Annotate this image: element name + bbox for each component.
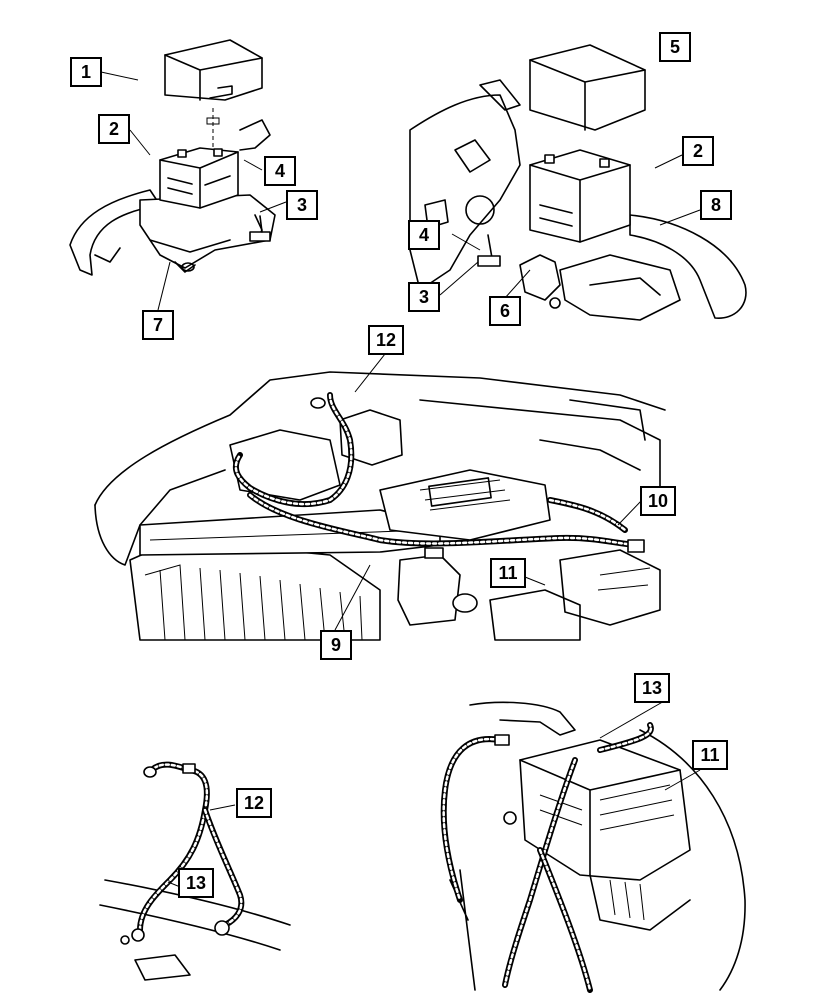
middle-engine-compartment [94, 353, 666, 641]
callout-2: 2 [98, 114, 130, 144]
callout-12: 12 [368, 325, 404, 355]
callout-13: 13 [178, 868, 214, 898]
callout-8: 8 [700, 190, 732, 220]
callout-13: 13 [634, 673, 670, 703]
callout-1: 1 [70, 57, 102, 87]
callout-11: 11 [490, 558, 526, 588]
bottom-right-pdc-detail [440, 699, 746, 993]
callout-11: 11 [692, 740, 728, 770]
callout-5: 5 [659, 32, 691, 62]
callout-3: 3 [408, 282, 440, 312]
bottom-left-harness-detail [99, 761, 291, 981]
callout-9: 9 [320, 630, 352, 660]
callout-6: 6 [489, 296, 521, 326]
callout-3: 3 [286, 190, 318, 220]
callout-7: 7 [142, 310, 174, 340]
callout-4: 4 [264, 156, 296, 186]
callout-2: 2 [682, 136, 714, 166]
callout-12: 12 [236, 788, 272, 818]
top-right-battery-assembly [409, 44, 747, 321]
callout-4: 4 [408, 220, 440, 250]
callout-10: 10 [640, 486, 676, 516]
top-left-battery-assembly [69, 39, 287, 311]
